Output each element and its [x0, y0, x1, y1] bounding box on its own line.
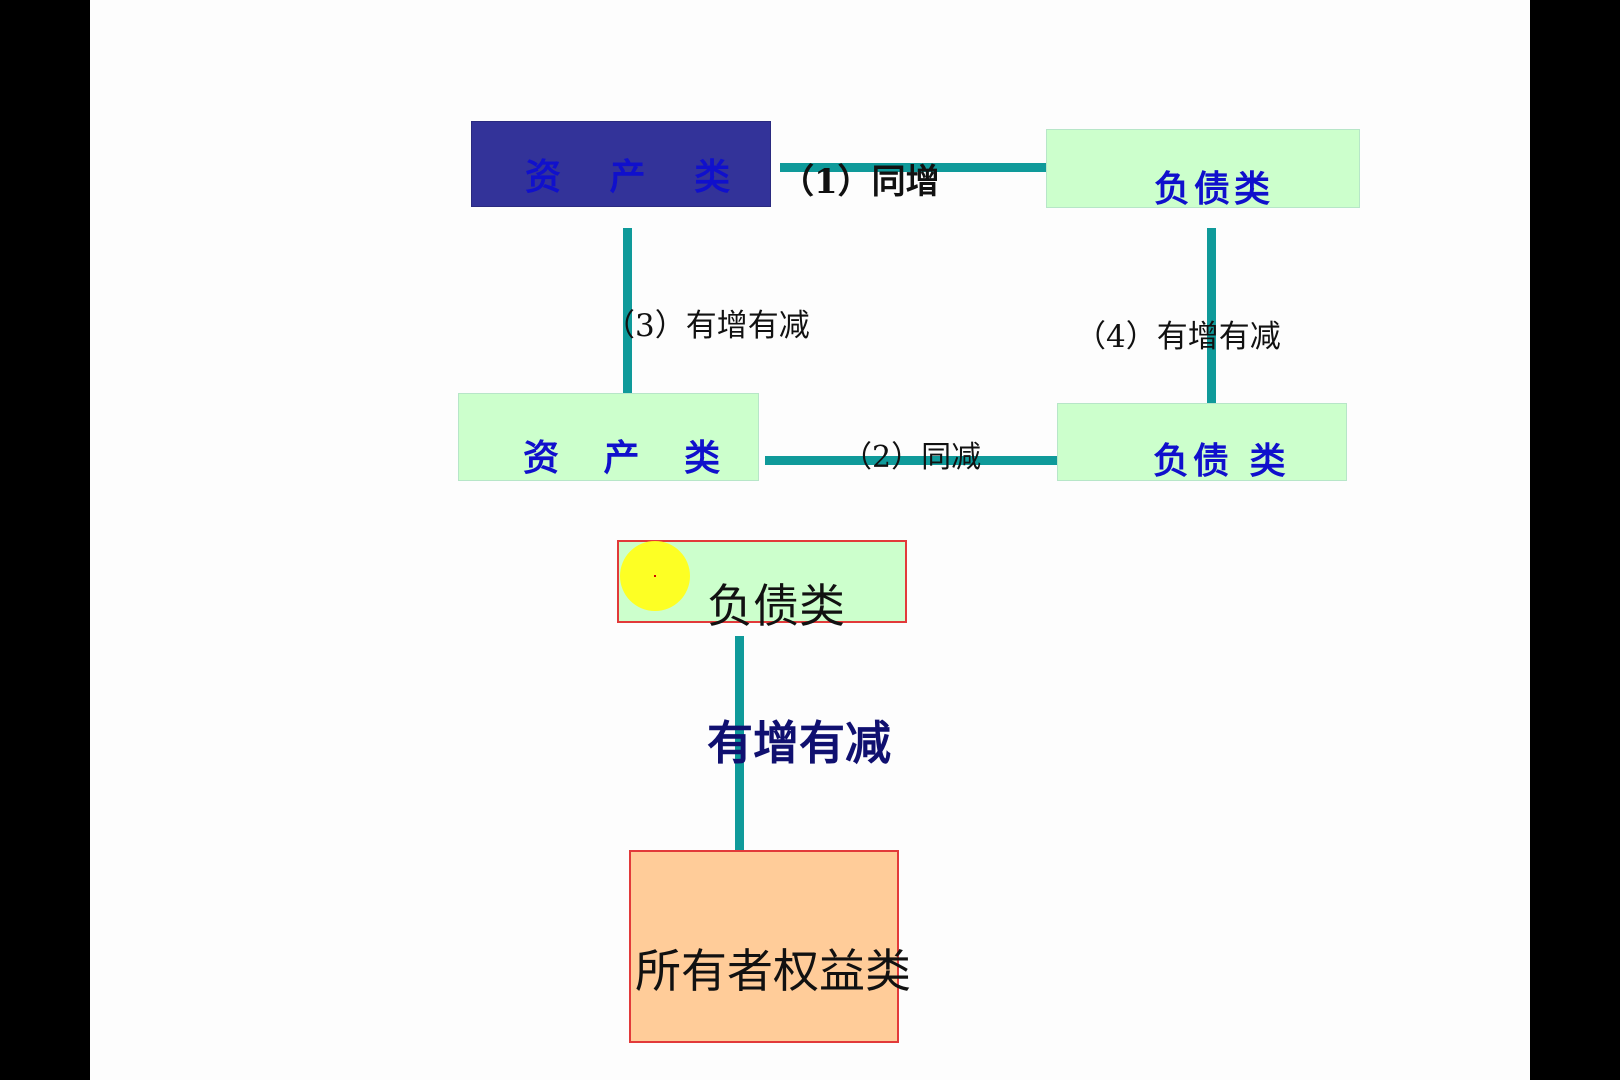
- liability-node-bottom: 负债 类: [1057, 403, 1347, 482]
- connector-asset-liability-bottom: [765, 456, 1058, 465]
- asset-node-bottom: 资 产 类: [458, 393, 759, 481]
- asset-node-bottom-label: 资 产 类: [523, 437, 725, 479]
- liability-node-bottom-label: 负债 类: [1153, 440, 1290, 482]
- slide-canvas: 资 产 类 负债类 资 产 类 负债 类 （1）同增 （3）有增有减 （4）有增…: [90, 0, 1530, 1080]
- liability-node-top-label: 负债类: [1154, 168, 1275, 210]
- connector-liability-equity: [735, 636, 744, 850]
- asset-node-top: 资 产 类: [471, 121, 771, 207]
- relation-label-4: （4）有增有减: [1075, 319, 1281, 355]
- asset-node-top-label: 资 产 类: [525, 156, 735, 198]
- cursor-dot: [654, 575, 656, 577]
- relation-label-1: （1）同增: [780, 162, 940, 202]
- equity-node-label: 所有者权益类: [635, 944, 911, 998]
- relation-label-3: （3）有增有减: [604, 308, 810, 344]
- relation-label-5: 有增有减: [707, 716, 891, 770]
- liability-node-top: 负债类: [1046, 129, 1360, 210]
- liability-node-focus-label: 负债类: [707, 579, 845, 633]
- equity-node: 所有者权益类: [629, 850, 911, 1043]
- relation-label-2: （2）同减: [842, 440, 982, 475]
- connector-liability-vertical: [1207, 228, 1216, 420]
- connector-asset-liability-top: [780, 163, 1057, 172]
- connector-asset-vertical: [623, 228, 632, 408]
